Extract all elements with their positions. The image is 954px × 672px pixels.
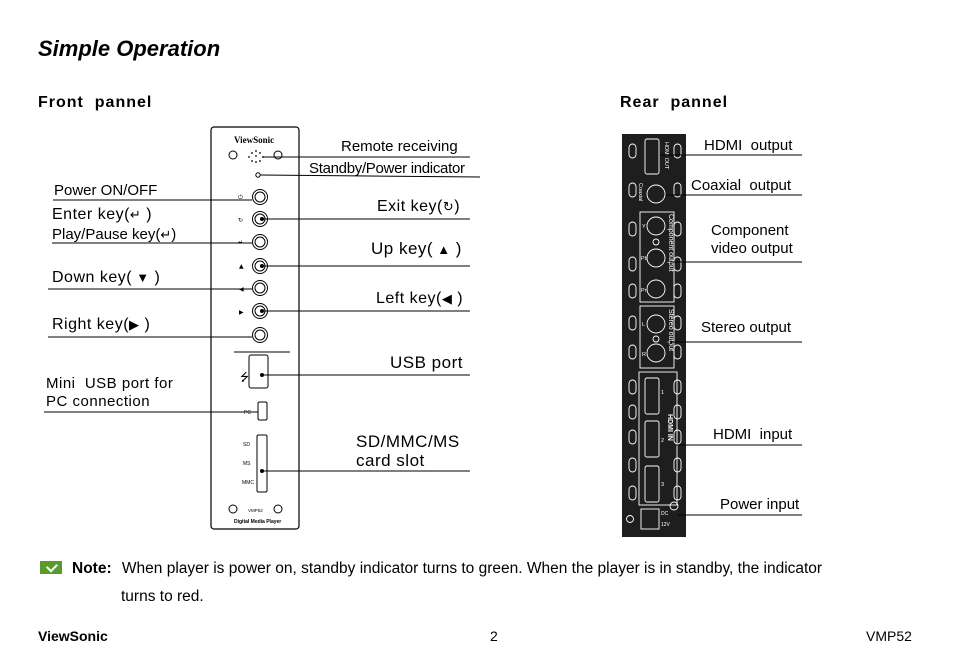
- panel-l-text: L: [642, 322, 645, 328]
- enter-arrow-icon: ↵: [129, 207, 142, 222]
- svg-text:↻: ↻: [238, 217, 243, 224]
- sd-label: SD: [243, 442, 250, 448]
- standby-indicator-label: Standby/Power indicator: [309, 160, 465, 177]
- device-model: VMP52: [248, 508, 263, 513]
- note: Note: When player is power on, standby i…: [40, 555, 920, 611]
- front-panel-device: ViewSonic ⏻ ↻ ↵ ▲ ◀ ▶: [210, 126, 300, 530]
- mini-usb-line2: PC connection: [46, 393, 151, 410]
- exit-key-label: Exit key(↻): [377, 198, 461, 215]
- power-label: Power ON/OFF: [54, 182, 158, 199]
- panel-y-text: Y: [642, 224, 646, 230]
- power-input-label: Power input: [720, 496, 800, 513]
- panel-pr-text: Pr: [641, 288, 647, 294]
- ms-label: MS: [243, 461, 251, 467]
- note-check-icon: [40, 561, 62, 574]
- enter-key-label: Enter key(↵ ): [52, 206, 153, 223]
- panel-hdmi-out-text: HDMI OUT: [663, 142, 669, 170]
- device-brand: ViewSonic: [234, 135, 274, 145]
- card-slot-line1: SD/MMC/MS: [356, 432, 460, 451]
- component-line2: video output: [711, 240, 793, 257]
- note-label: Note:: [72, 560, 112, 577]
- panel-component-text: Component output: [667, 214, 674, 272]
- front-leader-lines: [44, 156, 481, 473]
- play-pause-key-label: Play/Pause key(↵): [52, 226, 177, 243]
- down-arrow-icon: ▼: [132, 270, 150, 285]
- panel-hdmi-in-text: HDMI IN: [666, 414, 673, 441]
- footer-brand: ViewSonic: [38, 628, 108, 644]
- up-arrow-icon: ▲: [433, 242, 451, 257]
- panel-dc-text: DC: [661, 511, 669, 517]
- play-pause-arrow-icon: ↵: [160, 227, 172, 242]
- note-line2: turns to red.: [121, 588, 204, 605]
- mini-usb-line1: Mini USB port for: [46, 375, 174, 392]
- note-line1: When player is power on, standby indicat…: [121, 560, 823, 577]
- pc-port-label: PC: [244, 410, 251, 416]
- hdmi-input-label: HDMI input: [713, 426, 793, 443]
- rear-leader-lines: [660, 154, 802, 516]
- panel-12v-text: 12V: [661, 522, 671, 528]
- device-subtitle: Digital Media Player: [234, 519, 281, 525]
- left-arrow-icon: ◀: [441, 291, 453, 306]
- card-slot-line2: card slot: [356, 451, 425, 470]
- panel-hdmi1-text: 1: [661, 390, 664, 396]
- panel-coaxial-text: Coaxial: [637, 183, 643, 201]
- right-arrow-icon: ▶: [129, 317, 140, 332]
- front-panel-heading: Front pannel: [38, 94, 153, 111]
- footer-page-number: 2: [490, 628, 498, 644]
- panel-r-text: R: [642, 352, 646, 358]
- footer-model: VMP52: [866, 628, 912, 644]
- panel-hdmi3-text: 3: [661, 482, 664, 488]
- right-key-label: Right key(▶ ): [52, 316, 151, 333]
- remote-receiving-label: Remote receiving: [341, 138, 458, 155]
- panel-stereo-text: Stereo output: [667, 309, 674, 351]
- up-key-label: Up key( ▲ ): [371, 239, 462, 258]
- stereo-output-label: Stereo output: [701, 319, 792, 336]
- usb-port-label: USB port: [390, 353, 463, 372]
- left-key-label: Left key(◀ ): [376, 290, 464, 307]
- svg-text:▶: ▶: [239, 309, 244, 316]
- rear-panel-device: HDMI OUT Coaxial Component output Stereo…: [622, 134, 686, 537]
- coaxial-output-label: Coaxial output: [691, 177, 792, 194]
- panel-hdmi2-text: 2: [661, 438, 664, 444]
- down-key-label: Down key( ▼ ): [52, 269, 161, 286]
- svg-text:⭍: ⭍: [240, 371, 249, 384]
- rear-panel-heading: Rear pannel: [620, 94, 729, 111]
- hdmi-output-label: HDMI output: [704, 137, 793, 154]
- svg-text:▲: ▲: [239, 263, 244, 270]
- page-title: Simple Operation: [38, 36, 221, 61]
- svg-text:⏻: ⏻: [238, 194, 243, 201]
- component-line1: Component: [711, 222, 789, 239]
- mmc-label: MMC: [242, 480, 254, 486]
- panel-pb-text: Pb: [641, 256, 648, 262]
- exit-icon: ↻: [442, 199, 455, 214]
